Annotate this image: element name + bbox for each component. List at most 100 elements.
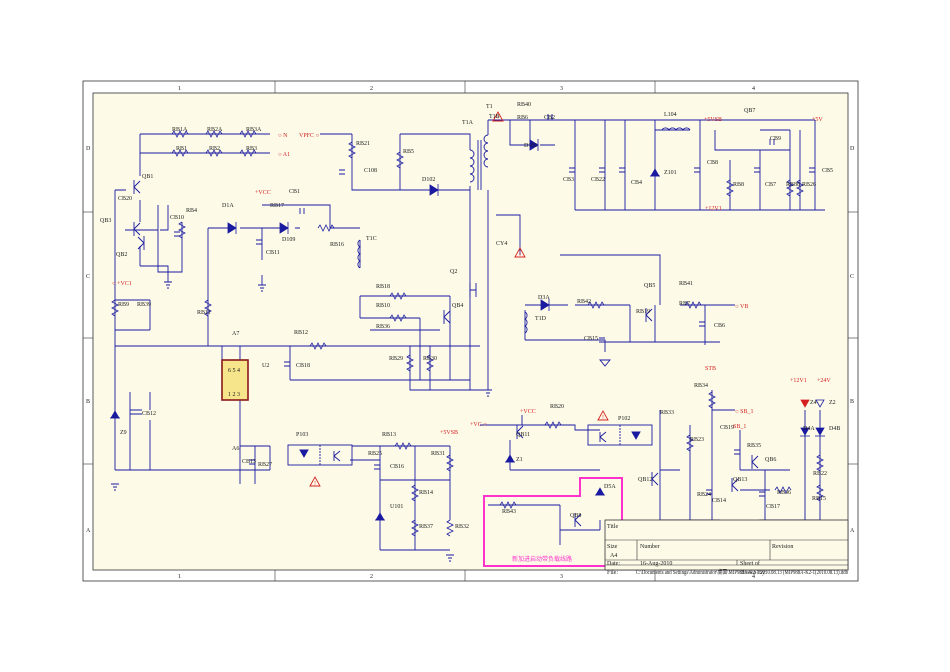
title-block: Title Size A4 Number Revision Date: 16-A… — [604, 519, 849, 576]
label-rb11: RB11 — [197, 310, 211, 316]
label-cb12: CB12 — [142, 411, 156, 417]
opto-couplers — [287, 424, 653, 466]
label-cb8: CB8 — [707, 160, 718, 166]
label-z9: Z9 — [120, 430, 127, 436]
transformer-coils — [357, 127, 691, 334]
svg-text:!: ! — [602, 415, 604, 421]
label-u2: U2 — [262, 363, 269, 369]
label-rb2a: RB2A — [207, 127, 223, 133]
label-rb35: RB35 — [747, 443, 761, 449]
u2-ic-body — [221, 359, 249, 401]
label-z4: Z4 — [810, 400, 817, 406]
label-t1b: T1B — [489, 114, 500, 120]
drawn-label: Drawn By: — [740, 570, 767, 576]
label-u101: U101 — [390, 504, 403, 510]
zone-row-d-left: D — [86, 146, 91, 152]
net-sb1-b: SB_1 — [733, 424, 746, 430]
label-rb88: RB88 — [786, 182, 800, 188]
label-qb13: QB13 — [733, 477, 747, 483]
label-rb16: RB16 — [330, 242, 344, 248]
label-cb7: CB7 — [765, 182, 776, 188]
date-label: Date: — [607, 561, 620, 567]
label-rb26: RB26 — [802, 182, 816, 188]
file-value: C:\Documents and Settings\Administrator\… — [636, 568, 848, 576]
transistor-symbols — [133, 180, 759, 527]
label-rb1: RB1 — [176, 146, 187, 152]
sheet-label: Sheet of — [740, 560, 760, 567]
label-rb31: RB31 — [431, 451, 445, 457]
label-rb29: RB29 — [389, 356, 403, 362]
label-rb34: RB34 — [694, 383, 708, 389]
label-d102: D102 — [422, 177, 435, 183]
label-cb5: CB5 — [822, 168, 833, 174]
size-value: A4 — [610, 553, 617, 559]
label-qb6: QB6 — [765, 457, 776, 463]
net-vcc-top: +VCC — [255, 190, 271, 196]
label-d4a: D4A — [803, 426, 815, 432]
zone-col-3-bottom: 3 — [560, 574, 563, 580]
label-qb5: QB5 — [644, 283, 655, 289]
label-cb20: CB20 — [118, 196, 132, 202]
label-cb1: CB1 — [289, 189, 300, 195]
label-d109: D109 — [282, 237, 295, 243]
label-t1c: T1C — [366, 236, 377, 242]
number-label: Number — [640, 544, 660, 550]
label-rb7: RB7 — [679, 301, 690, 307]
label-a7: A7 — [232, 331, 239, 337]
zone-col-2-bottom: 2 — [370, 574, 373, 580]
label-rb40: RB40 — [517, 102, 531, 108]
label-cy4: CY4 — [496, 241, 507, 247]
label-cb17: CB17 — [766, 504, 780, 510]
label-z2: Z2 — [829, 400, 836, 406]
zone-row-a-right: A — [850, 528, 855, 534]
diode-symbols — [110, 139, 825, 521]
label-cb10: CB10 — [170, 215, 184, 221]
net-12v1: +12V1 — [790, 378, 807, 384]
label-d4b: D4B — [829, 426, 840, 432]
u2-pin-label: 6 5 4 — [228, 368, 240, 374]
label-qb8: QB8 — [570, 513, 581, 519]
net-5vsb-top: +5VSB — [704, 117, 722, 123]
label-rb9: RB9 — [118, 302, 129, 308]
zone-row-b-right: B — [850, 399, 854, 405]
label-cb15: CB15 — [584, 336, 598, 342]
zone-col-1-bottom: 1 — [178, 574, 181, 580]
label-cb14: CB14 — [712, 498, 726, 504]
net-stb: STB — [705, 366, 716, 372]
zone-col-1-top: 1 — [178, 86, 181, 92]
zone-col-4-bottom: 4 — [752, 574, 755, 580]
label-rb17: RB17 — [270, 203, 284, 209]
label-rb23: RB23 — [690, 437, 704, 443]
label-rb15: RB15 — [812, 496, 826, 502]
label-qb2: QB2 — [116, 252, 127, 258]
label-t1d: T1D — [535, 316, 547, 322]
date-value: 16-Aug-2010 — [640, 561, 672, 567]
label-rb37: RB37 — [419, 524, 433, 530]
label-rb25: RB25 — [368, 451, 382, 457]
label-p103: P103 — [296, 432, 308, 438]
net-vcc-bottom: +VCC — [520, 409, 536, 415]
net-24v: +24V — [817, 378, 831, 384]
label-d5a: D5A — [604, 484, 616, 490]
label-cb9: CB9 — [770, 136, 781, 142]
label-rb1a: RB1A — [172, 127, 188, 133]
label-q2: Q2 — [450, 269, 457, 275]
label-rb39: RB39 — [137, 302, 151, 308]
warning-icon: ! ! ! ! — [309, 111, 609, 487]
net-12v1-top: +12V1 — [705, 206, 722, 212]
net-5v: +5V — [812, 117, 823, 123]
net-vc1: ○ +VC1 — [112, 281, 132, 287]
label-rb21: RB21 — [356, 141, 370, 147]
label-rb18: RB18 — [376, 284, 390, 290]
net-sb1-a: ○ SB_1 — [735, 409, 753, 415]
label-rb2: RB2 — [209, 146, 220, 152]
net-labels: ○ N ○ A1 VPFC ○ +VCC ○ +VC1 +VC ○ +VCC +… — [112, 117, 831, 436]
label-d3a: D3A — [538, 295, 550, 301]
label-rb41: RB41 — [679, 281, 693, 287]
label-qb11: QB11 — [516, 432, 530, 438]
label-d1a: D1A — [222, 203, 234, 209]
label-p102: P102 — [618, 416, 630, 422]
capacitor-symbols — [130, 114, 815, 497]
label-rb33: RB33 — [660, 410, 674, 416]
label-cb2: CB2 — [544, 115, 555, 121]
